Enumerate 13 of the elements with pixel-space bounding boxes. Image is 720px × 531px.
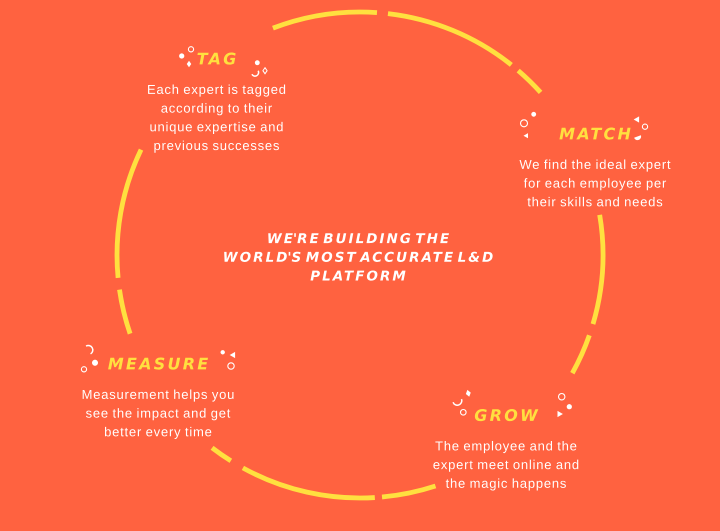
ring-arc xyxy=(272,10,542,94)
step-description: The employee and the expert meet online and the magic happens xyxy=(433,440,578,490)
step-heading: MATCH xyxy=(559,128,631,140)
ring-arc xyxy=(570,214,606,374)
step-description: We find the ideal expert for each employee per their skills and needs xyxy=(520,159,670,206)
ring-arc xyxy=(210,446,436,500)
ring-arc xyxy=(114,148,144,334)
step-description: Each expert is tagged according to their unique expertise and previous successes xyxy=(148,84,286,153)
headline: WE'RE BUILDING THE WORLD'S MOST ACCURATE L&D PLATFORM xyxy=(224,233,493,281)
step-description: Measurement helps you see the impact and get better every time xyxy=(82,389,234,439)
step-heading: GROW xyxy=(474,409,538,422)
step-heading: TAG xyxy=(197,52,236,65)
step-heading: MEASURE xyxy=(108,358,208,370)
